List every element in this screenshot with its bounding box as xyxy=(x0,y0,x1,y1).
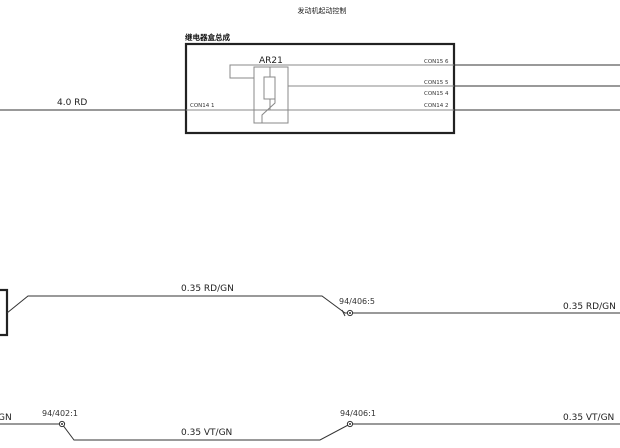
relay-switch-contact xyxy=(261,96,276,123)
relay-box-outline xyxy=(184,42,456,135)
relay-box-label: 继电器盒总成 xyxy=(185,32,230,42)
wire-rd-gn xyxy=(6,295,620,314)
relay-coil xyxy=(263,76,276,100)
pin-con15-4: CON15 4 xyxy=(424,91,449,97)
wire-vt-gn-label-mid: 0.35 VT/GN xyxy=(181,428,232,438)
relay-internal-wire-top xyxy=(229,64,454,79)
wire-vt-gn-label-left: GN xyxy=(0,413,12,423)
splice-94-406-5-tick xyxy=(341,309,346,317)
left-connector-box xyxy=(0,288,9,337)
connector-94-402-1-label: 94/402:1 xyxy=(42,409,78,418)
diagram-title: 发动机起动控制 xyxy=(298,6,347,15)
pin-con15-6: CON15 6 xyxy=(424,59,449,65)
splice-94-402-1-dot xyxy=(61,423,63,425)
relay-component-id: AR21 xyxy=(259,56,283,66)
pin-con15-5: CON15 5 xyxy=(424,80,449,86)
wire-rd-gn-label-left: 0.35 RD/GN xyxy=(181,284,234,294)
pin-con14-1: CON14 1 xyxy=(190,103,215,109)
wire-vt-gn xyxy=(0,423,620,441)
connector-94-406-5-label: 94/406:5 xyxy=(339,297,375,306)
wire-vt-gn-label-right: 0.35 VT/GN xyxy=(563,413,614,423)
wire-rd-gn-label-right: 0.35 RD/GN xyxy=(563,302,616,312)
splice-94-406-5-dot xyxy=(349,312,351,314)
splice-94-406-1-dot xyxy=(349,423,351,425)
relay-body xyxy=(253,66,289,124)
connector-94-406-1-label: 94/406:1 xyxy=(340,409,376,418)
wire-main-feed-label: 4.0 RD xyxy=(57,98,87,108)
pin-con14-2: CON14 2 xyxy=(424,103,449,109)
